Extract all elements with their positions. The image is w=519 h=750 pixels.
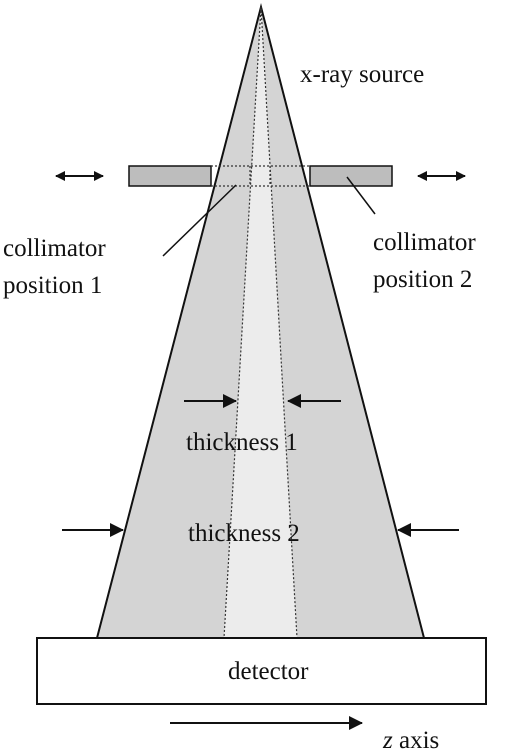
collimator-left-blade: [128, 165, 212, 187]
z-axis-word: axis: [393, 727, 440, 750]
z-axis-label: z axis: [382, 727, 439, 750]
collimator-2-leader-line: [346, 176, 376, 215]
detector-label: detector: [228, 658, 309, 685]
collimator-gap-dotted-outline: [211, 165, 310, 187]
thickness-1-label: thickness 1: [186, 429, 298, 456]
x-ray-source-label: x-ray source: [300, 61, 424, 88]
collimator-1-label-line1: collimator: [3, 235, 106, 262]
thickness-2-label: thickness 2: [188, 520, 300, 547]
collimator-2-label-line2: position 2: [373, 266, 472, 293]
collimator-right-blade: [309, 165, 393, 187]
z-axis-variable: z: [382, 727, 393, 750]
detector-box: [36, 637, 487, 705]
collimator-1-label-line2: position 1: [3, 272, 102, 299]
collimator-1-leader-line: [162, 184, 237, 257]
collimator-2-label-line1: collimator: [373, 229, 476, 256]
